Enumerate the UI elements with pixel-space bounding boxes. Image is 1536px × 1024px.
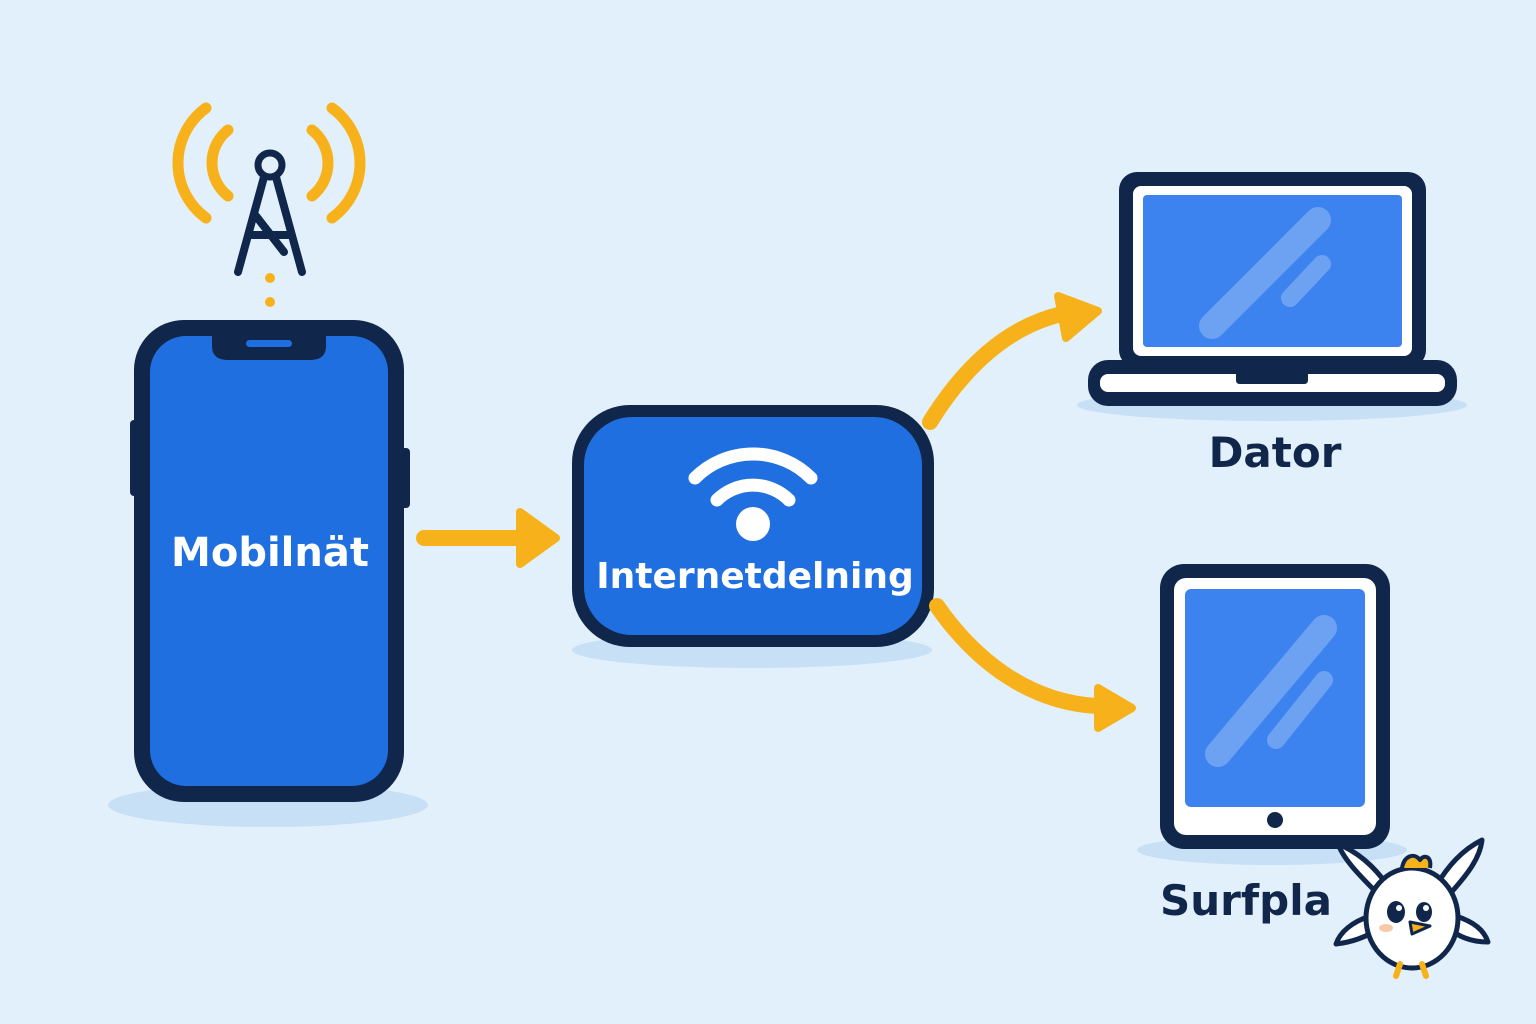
wifi-icon <box>688 447 818 541</box>
tablet-label: Surfpla <box>1160 876 1332 925</box>
tablet-icon <box>1160 564 1390 849</box>
hotspot-label: Internetdelning <box>596 556 914 597</box>
cell-tower-icon <box>172 102 366 307</box>
smartphone-icon <box>130 320 410 802</box>
laptop-label: Dator <box>1208 428 1342 477</box>
arrow-hub-to-laptop <box>922 292 1102 430</box>
laptop-icon <box>1088 172 1457 406</box>
phone-label: Mobilnät <box>171 530 369 576</box>
arrow-phone-to-hub <box>416 508 560 568</box>
arrow-hub-to-tablet <box>929 598 1136 732</box>
bird-mascot-icon <box>1333 837 1491 979</box>
